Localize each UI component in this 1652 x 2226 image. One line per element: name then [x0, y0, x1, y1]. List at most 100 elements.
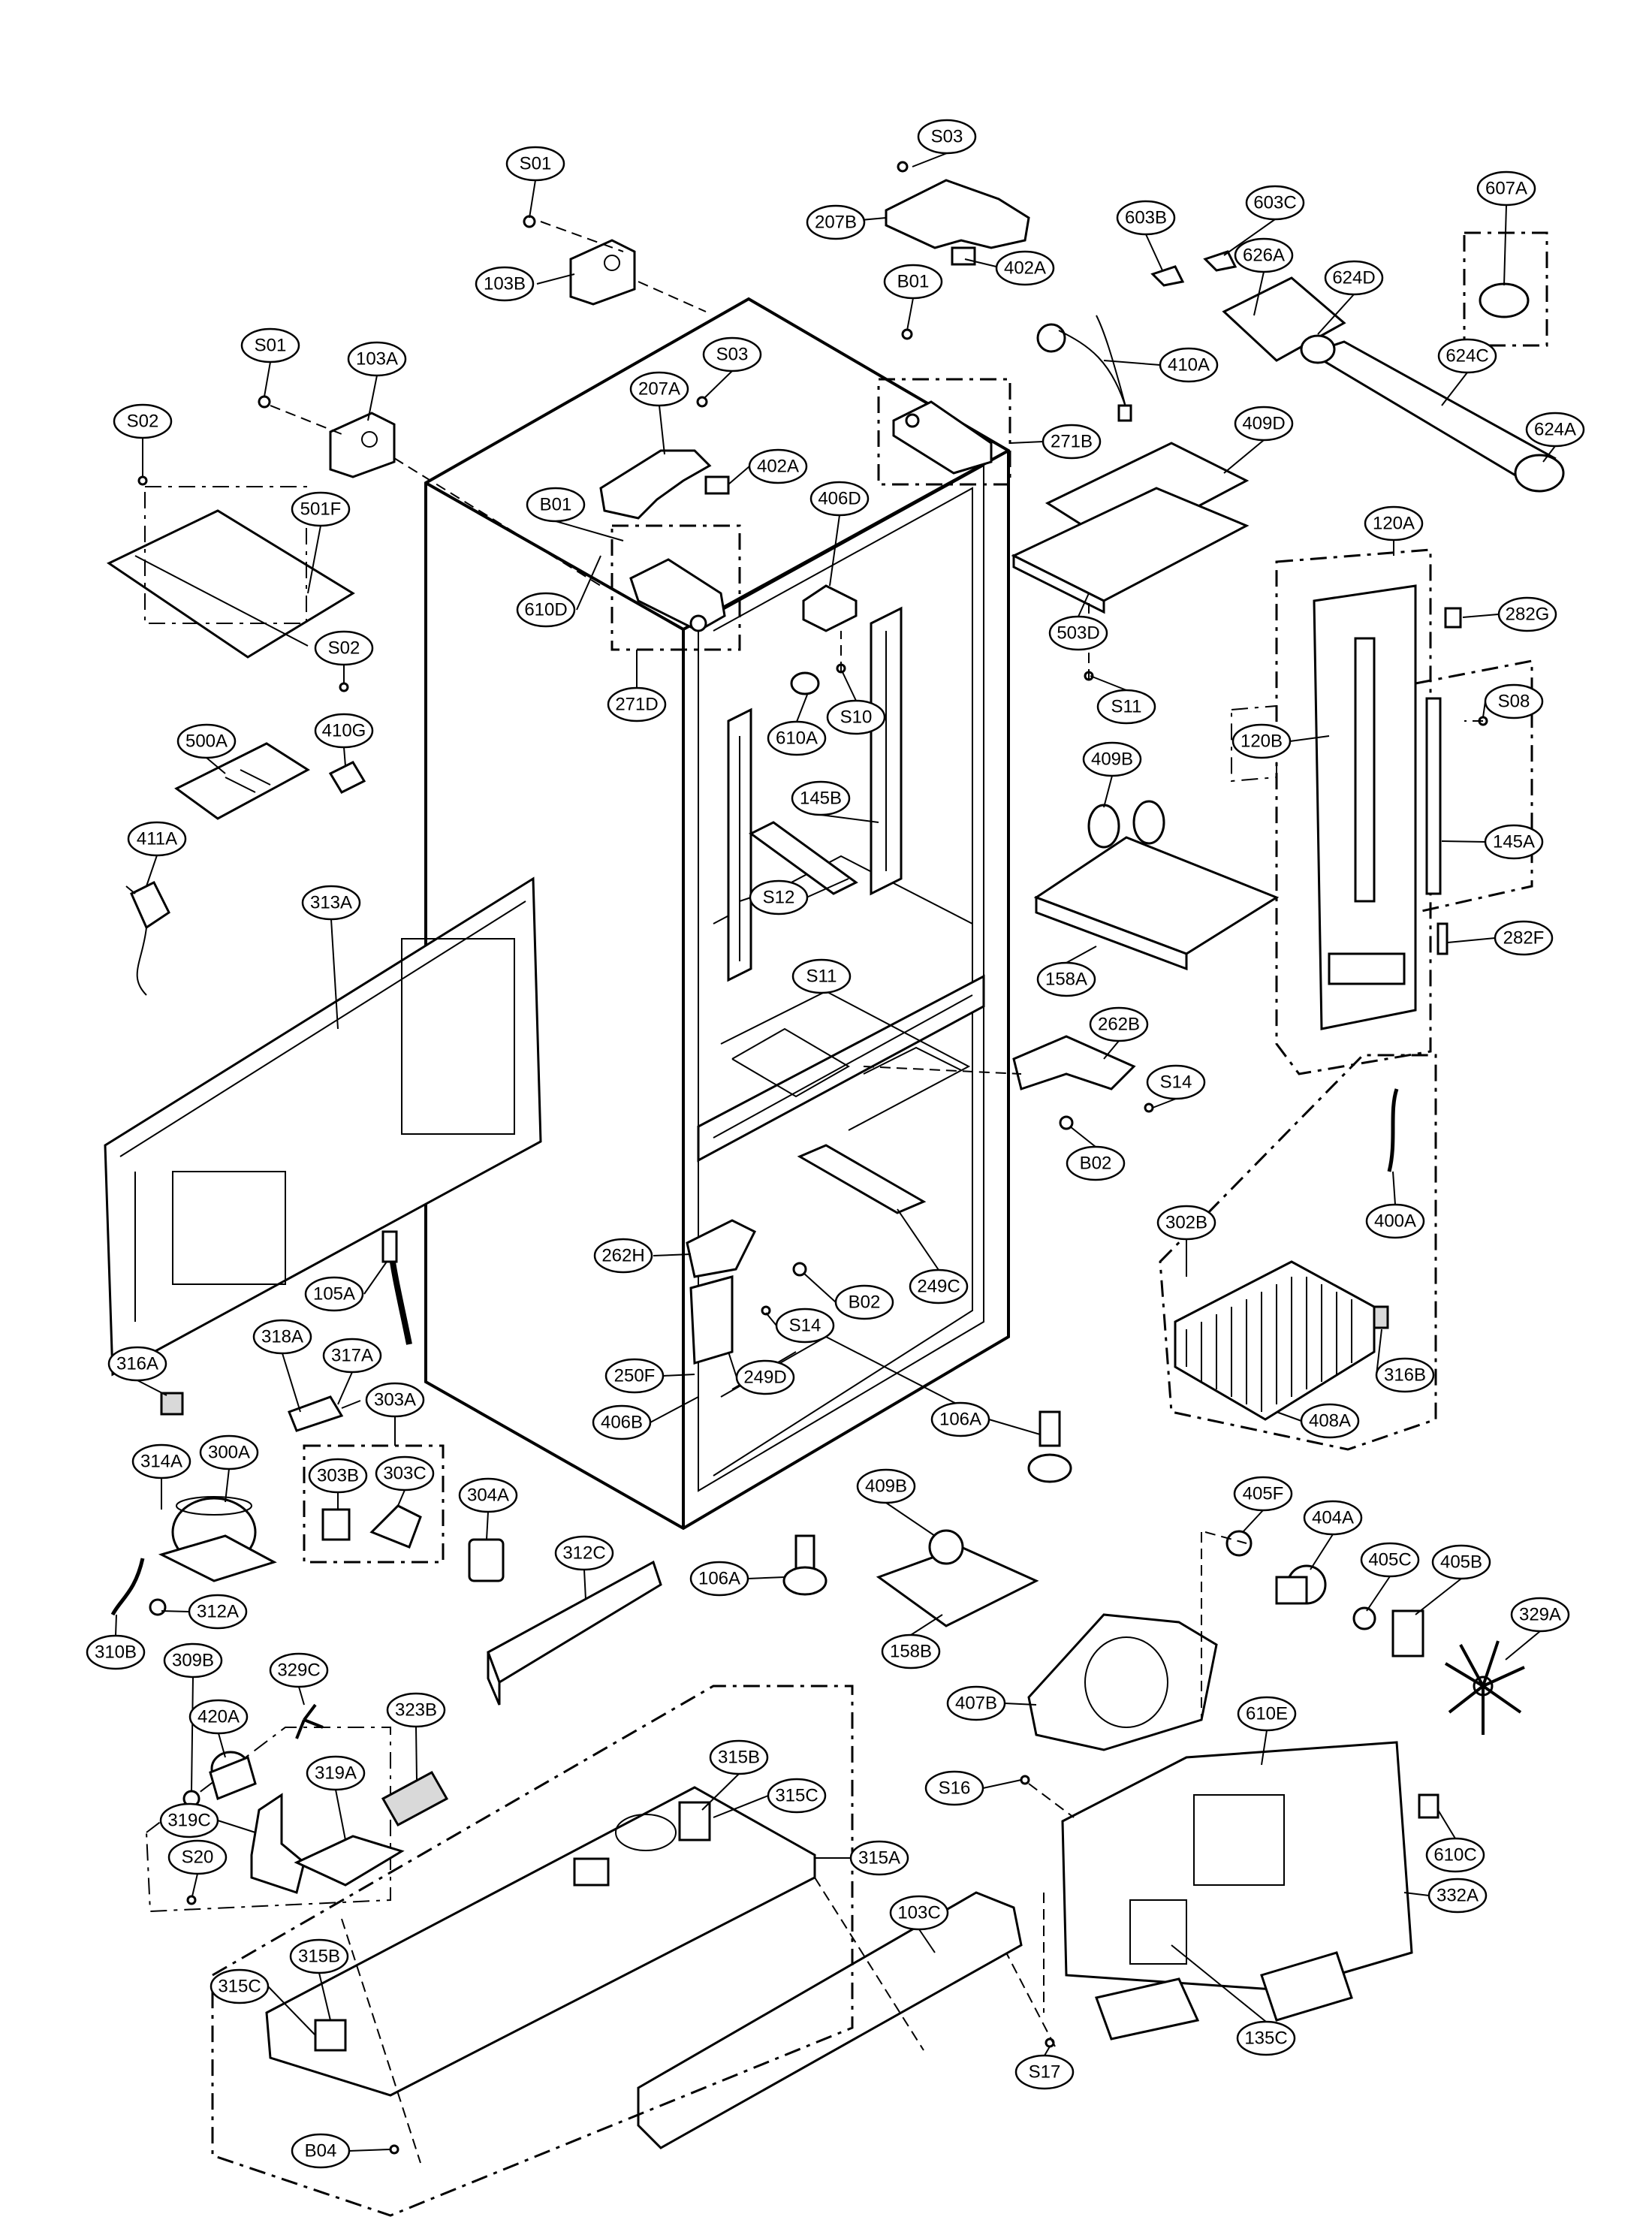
callout-bubble	[1116, 200, 1176, 236]
callout-label: 406D	[818, 489, 861, 509]
back-panel-313A	[104, 876, 542, 1377]
fan-blade-329C	[295, 1703, 324, 1739]
callout-262b: 262B	[1089, 1006, 1149, 1042]
tray-319A	[294, 1835, 405, 1887]
callout-420a: 420A	[188, 1699, 249, 1735]
callout-323b: 323B	[386, 1692, 446, 1728]
callout-label: 610A	[776, 728, 818, 749]
power-cord-411A	[125, 880, 170, 996]
callout-303b: 303B	[308, 1458, 368, 1494]
callout-bubble	[767, 720, 827, 756]
pad-316A	[160, 1392, 184, 1416]
callout-bubble	[386, 1692, 446, 1728]
duct-120B	[1313, 584, 1417, 1030]
callout-329c: 329C	[269, 1652, 329, 1688]
callout-label: 501F	[300, 499, 342, 520]
bracket-262B	[1012, 1035, 1136, 1090]
callout-315b-top: 315B	[709, 1739, 769, 1775]
callout-402a-mid: 402A	[748, 448, 808, 484]
callout-bubble	[199, 1434, 259, 1470]
callout-label: 610D	[524, 600, 567, 620]
callout-315c-top: 315C	[767, 1778, 827, 1814]
callout-bubble	[883, 264, 943, 300]
callout-610e: 610E	[1237, 1696, 1297, 1732]
overload-303C	[369, 1504, 422, 1549]
callout-315b-bot: 315B	[289, 1938, 349, 1974]
callout-bubble	[289, 1938, 349, 1974]
callout-label: 262B	[1098, 1015, 1140, 1035]
callout-bubble	[127, 821, 187, 857]
hinge-271B	[892, 400, 993, 475]
callout-bubble	[210, 1968, 270, 2004]
callout-120b: 120B	[1231, 723, 1292, 759]
callout-bubble	[604, 1358, 665, 1394]
callout-bubble	[629, 371, 689, 407]
callout-317a: 317A	[322, 1338, 382, 1374]
callout-411a: 411A	[127, 821, 187, 857]
callout-103c: 103C	[889, 1895, 949, 1931]
callout-402a-top: 402A	[995, 250, 1055, 286]
callout-label: S14	[789, 1316, 821, 1336]
callout-bubble	[1427, 1878, 1488, 1914]
callout-label: 316A	[116, 1354, 158, 1374]
callout-329a: 329A	[1510, 1597, 1570, 1633]
callout-103a: 103A	[347, 341, 407, 377]
fitting-105A	[381, 1230, 398, 1263]
callout-label: 607A	[1485, 179, 1527, 199]
callout-label: 207B	[815, 213, 857, 233]
callout-s03-top: S03	[917, 119, 977, 155]
callout-label: 603C	[1253, 193, 1296, 213]
callout-313a: 313A	[301, 885, 361, 921]
callout-label: 250F	[614, 1366, 656, 1386]
callout-406b: 406B	[592, 1404, 652, 1440]
callout-label: 315A	[858, 1848, 900, 1869]
callout-bubble	[375, 1455, 435, 1492]
callout-bubble	[995, 250, 1055, 286]
cap-607A	[1479, 282, 1530, 318]
callout-bubble	[1484, 683, 1544, 719]
grommet-405F	[1225, 1530, 1253, 1557]
callout-bubble	[516, 592, 576, 628]
callout-label: 405B	[1440, 1552, 1482, 1573]
callout-label: 106A	[698, 1569, 740, 1589]
callout-312a: 312A	[188, 1594, 248, 1630]
duct-312C	[487, 1560, 662, 1706]
callout-label: 271D	[615, 695, 658, 715]
callout-304a: 304A	[458, 1477, 518, 1513]
grommet-312A	[149, 1598, 167, 1616]
relay-303B	[321, 1508, 351, 1541]
callout-label: 309B	[172, 1651, 214, 1671]
bracket-262H	[686, 1219, 757, 1278]
callout-626a: 626A	[1234, 237, 1294, 273]
callout-103b: 103B	[475, 266, 535, 302]
callout-120a: 120A	[1364, 505, 1424, 541]
callout-610a: 610A	[767, 720, 827, 756]
callout-503d: 503D	[1048, 615, 1108, 651]
leveling-leg-right	[1027, 1410, 1072, 1483]
callout-315a: 315A	[849, 1840, 909, 1876]
callout-b02-right: B02	[1066, 1145, 1126, 1181]
callout-624d: 624D	[1324, 260, 1384, 296]
callout-409b-mid: 409B	[856, 1468, 916, 1504]
compressor-300A	[158, 1496, 277, 1582]
part-610A	[790, 671, 820, 695]
clip-603B	[1150, 265, 1185, 287]
callout-label: 158B	[890, 1642, 932, 1662]
callout-bubble	[924, 1770, 984, 1806]
callout-bubble	[1234, 406, 1294, 442]
callout-bubble	[176, 723, 237, 759]
callout-316b: 316B	[1375, 1357, 1435, 1393]
callout-bubble	[1146, 1064, 1206, 1100]
callout-406d: 406D	[809, 481, 870, 517]
callout-label: 303A	[374, 1390, 416, 1410]
connector-410G	[328, 761, 366, 794]
callout-309b: 309B	[163, 1642, 223, 1679]
callout-label: 329A	[1519, 1605, 1561, 1625]
callout-262h: 262H	[593, 1238, 653, 1274]
callout-label: 145A	[1493, 832, 1535, 852]
connector-610C	[1418, 1793, 1439, 1819]
clip-603C	[1203, 250, 1237, 272]
callout-label: S16	[939, 1778, 971, 1799]
callout-249c: 249C	[909, 1268, 969, 1305]
